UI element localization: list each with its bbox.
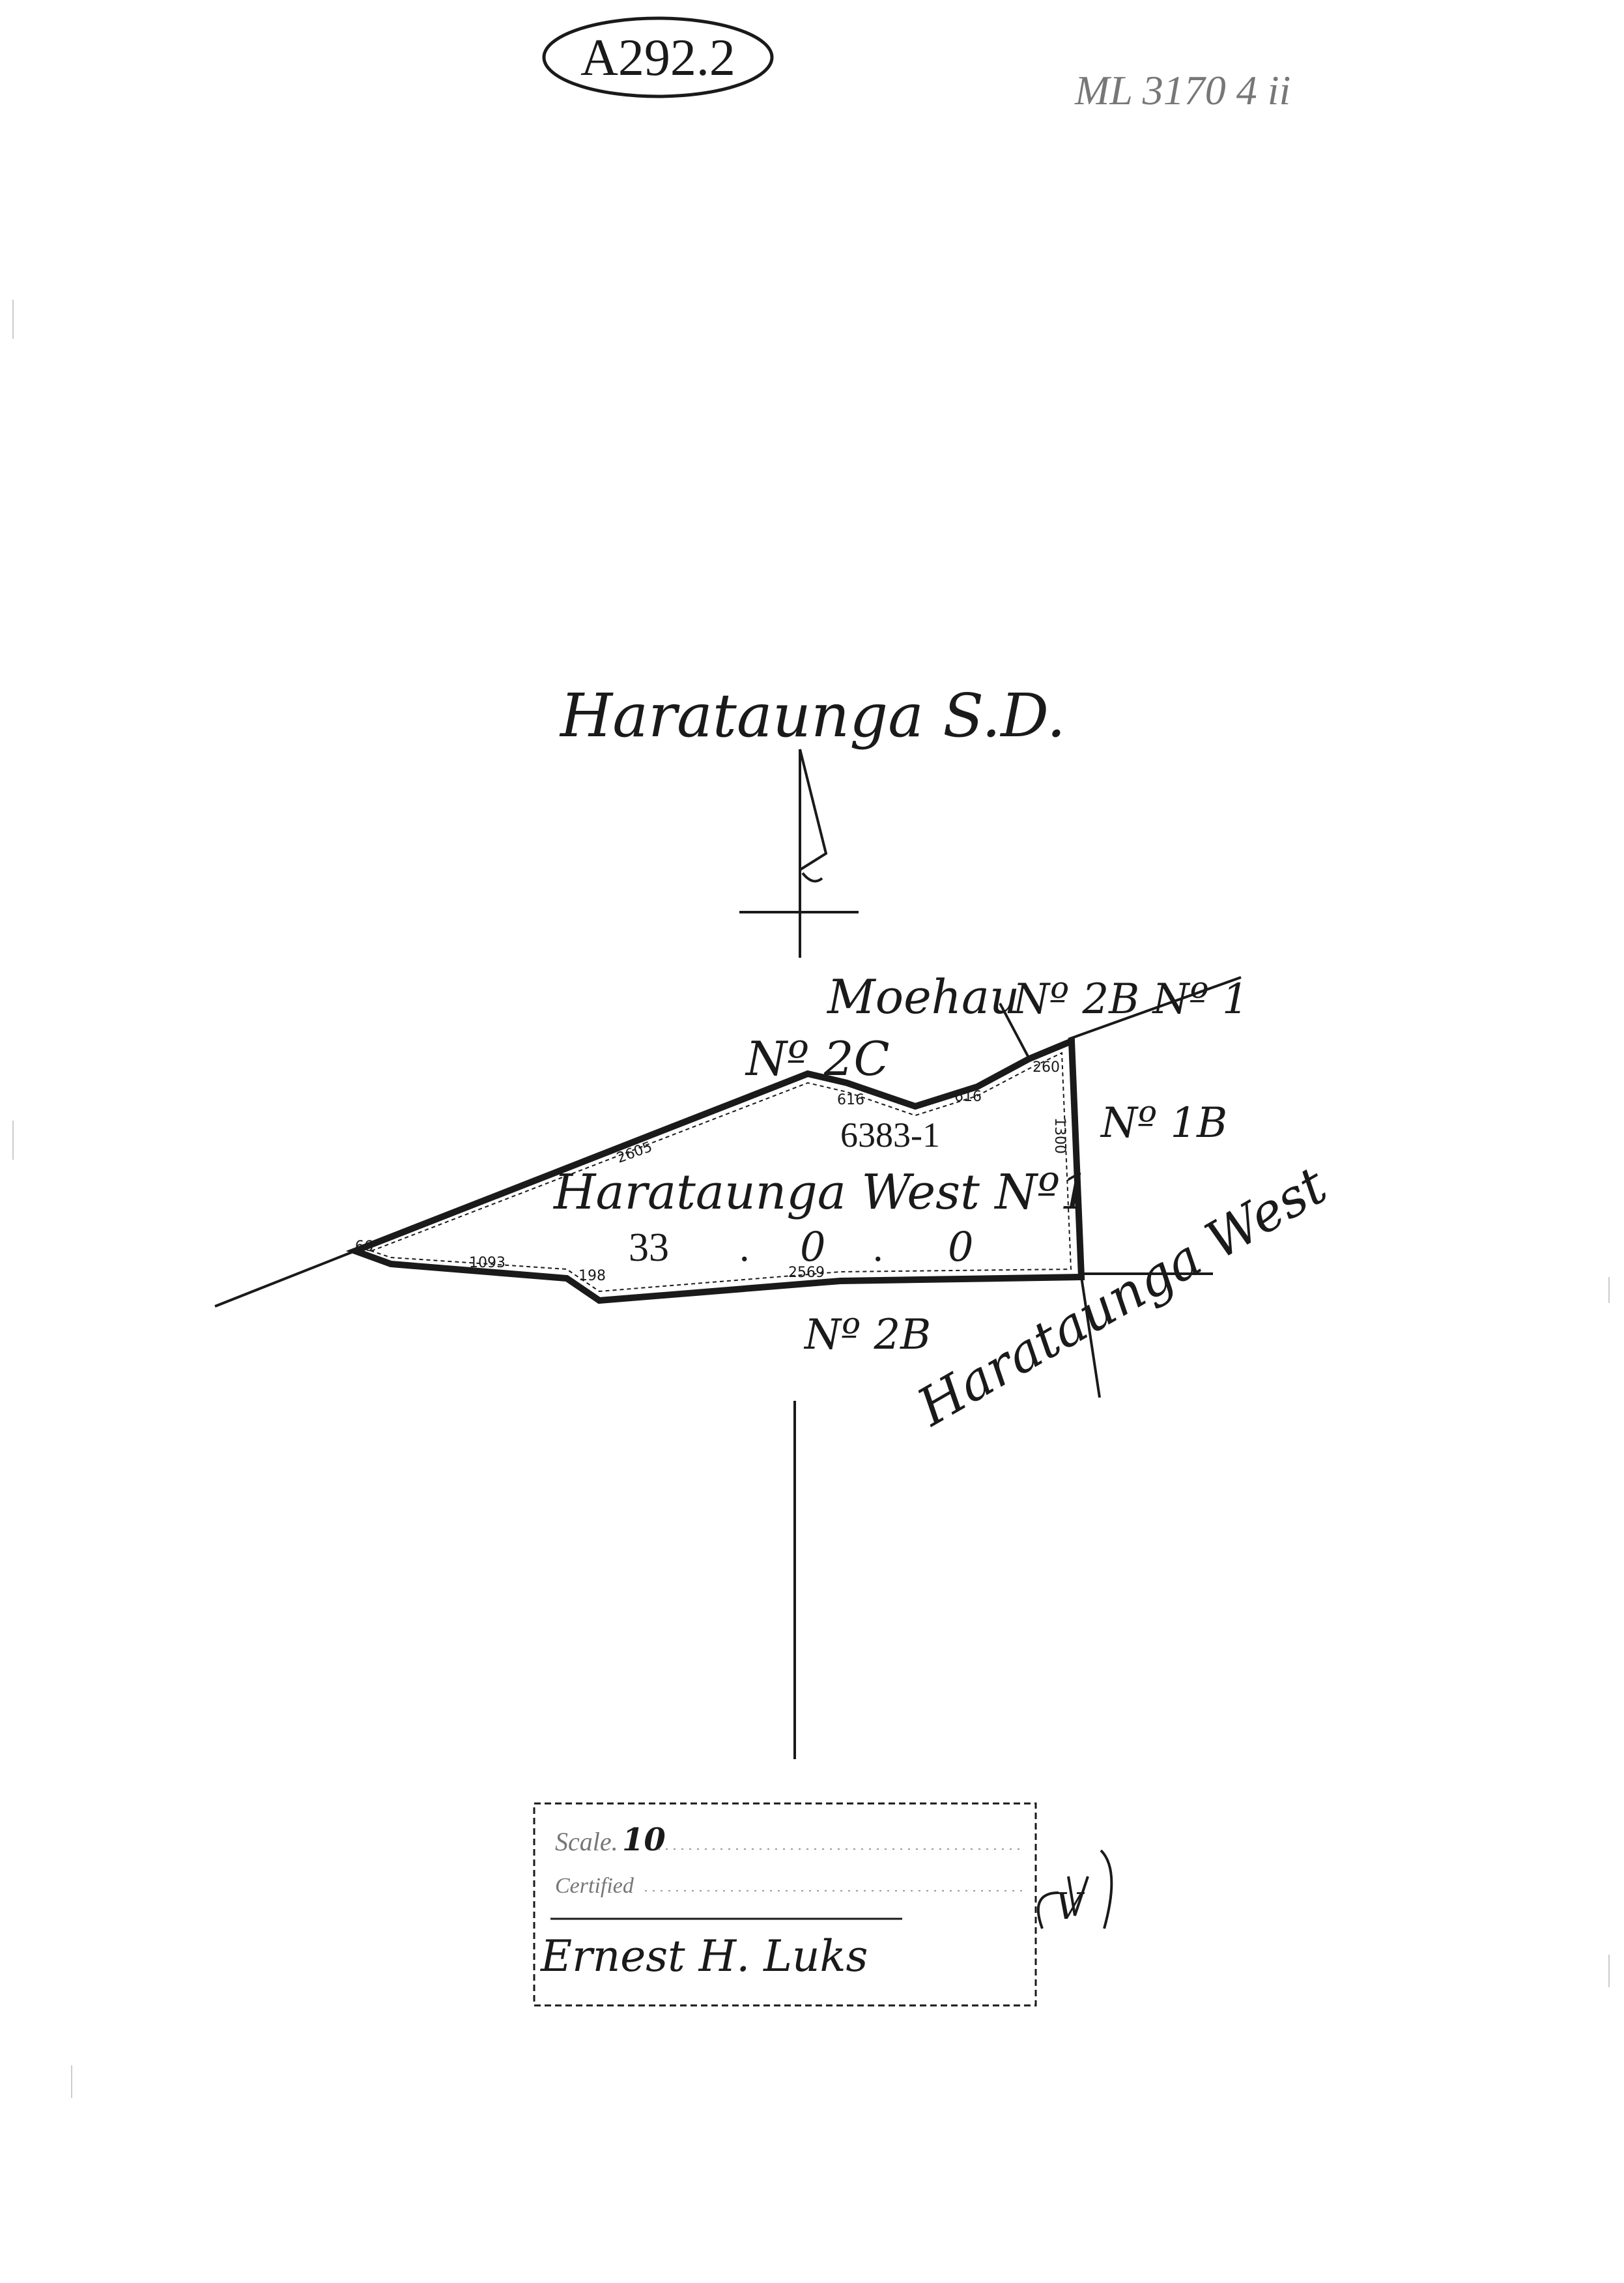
link-1300: 1300 bbox=[1051, 1117, 1068, 1154]
certified-label: Certified bbox=[555, 1874, 634, 1898]
area-acres: 33 bbox=[629, 1226, 669, 1270]
link-198: 198 bbox=[578, 1268, 606, 1284]
certificate-box bbox=[533, 1802, 1037, 2007]
ref-circled-text: A292.2 bbox=[580, 29, 735, 87]
label-1b: Nº 1B bbox=[1100, 1099, 1227, 1147]
area-dot-2: . bbox=[873, 1226, 883, 1270]
area-dot-1: . bbox=[739, 1226, 750, 1270]
link-616b: 616 bbox=[954, 1089, 982, 1105]
plan-title: Harataunga S.D. bbox=[559, 681, 1066, 751]
link-260: 260 bbox=[1033, 1059, 1060, 1076]
block-name: Harataunga West Nº1 bbox=[552, 1164, 1090, 1220]
block-boundary bbox=[345, 1036, 1085, 1304]
label-2b-1: Nº 2B Nº 1 bbox=[1012, 975, 1249, 1024]
link-616a: 616 bbox=[837, 1092, 864, 1108]
label-2b-south: Nº 2B bbox=[803, 1311, 931, 1359]
label-moehau: Moehau bbox=[826, 969, 1019, 1024]
ref-circle bbox=[542, 16, 774, 98]
initials-text: V bbox=[1055, 1886, 1085, 1928]
area-perches: 0 bbox=[948, 1223, 973, 1271]
margin-ticks bbox=[12, 300, 1610, 2098]
signature: Ernest H. Luks bbox=[540, 1931, 868, 1981]
link-2569: 2569 bbox=[788, 1265, 825, 1281]
ref-corner-text: ML 3170 4 ii bbox=[1074, 67, 1290, 113]
scale-value: 10 bbox=[622, 1822, 666, 1858]
scale-label: Scale. bbox=[555, 1827, 618, 1856]
area-roods: 0 bbox=[800, 1223, 825, 1271]
block-number: 6383-1 bbox=[840, 1115, 940, 1155]
block-boundary-inner bbox=[369, 1052, 1072, 1293]
north-arrow-icon bbox=[739, 749, 859, 958]
link-1093: 1093 bbox=[469, 1255, 506, 1271]
label-2c: Nº 2C bbox=[745, 1031, 890, 1086]
adjoining-lines bbox=[214, 976, 1242, 1759]
initials-mark bbox=[1036, 1849, 1113, 1929]
link-66: 66 bbox=[355, 1239, 373, 1255]
